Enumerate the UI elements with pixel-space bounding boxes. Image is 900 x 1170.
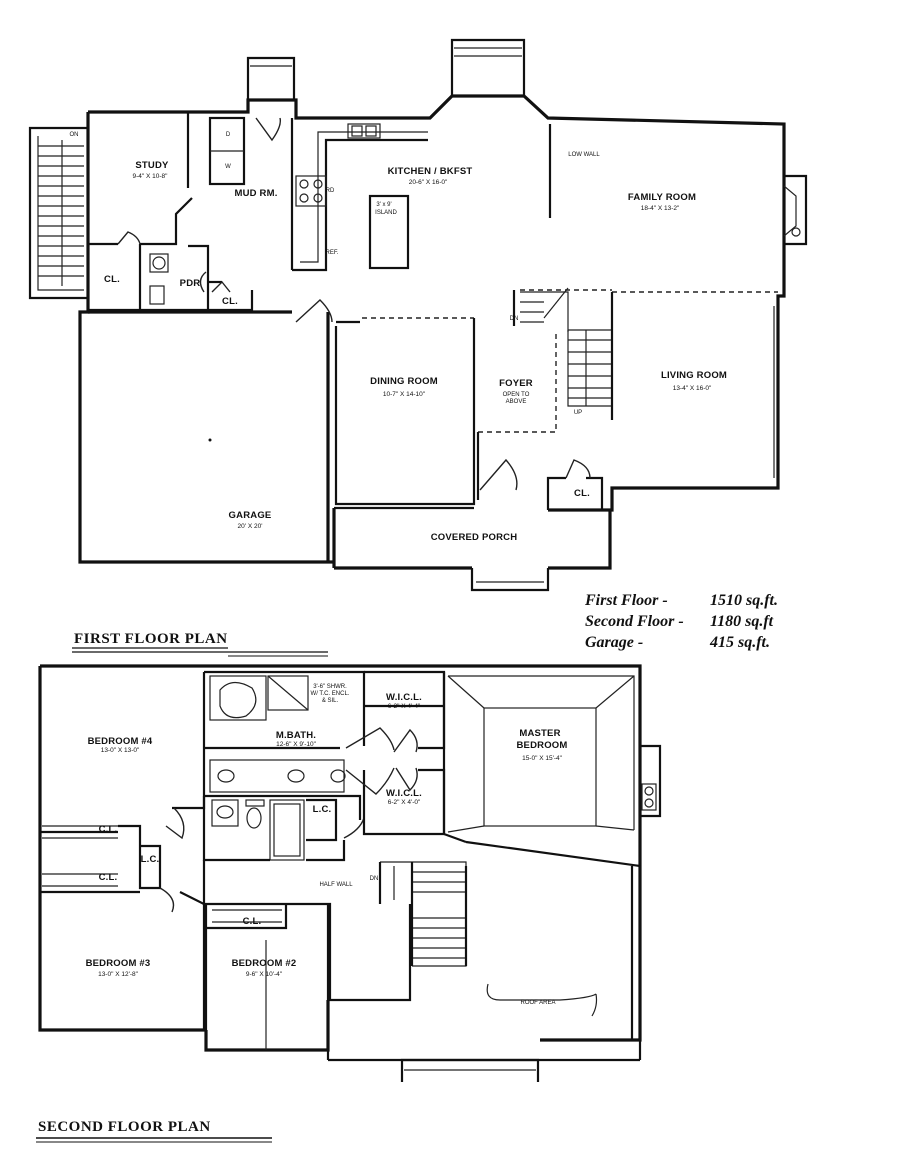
second-floor-title: SECOND FLOOR PLAN	[38, 1119, 211, 1135]
first-floor-plan: ON	[28, 38, 808, 592]
sqft-label: Garage -	[585, 634, 644, 651]
island-size: 3' x 9'	[376, 202, 391, 208]
sqft-row-garage: Garage - 415 sq.ft.	[585, 632, 778, 653]
dining-room-label: DINING ROOM	[370, 376, 438, 387]
square-footage-table: First Floor - 1510 sq.ft. Second Floor -…	[585, 590, 778, 653]
half-wall-label: HALF WALL	[319, 882, 353, 888]
dryer-label: D	[226, 132, 231, 138]
mud-room-label: MUD RM.	[234, 188, 277, 199]
sqft-value: 1180 sq.ft	[710, 613, 774, 630]
bedroom-4-closet-label: C.L.	[99, 824, 118, 835]
wicl-2-label: W.I.C.L.	[386, 788, 422, 799]
bedroom-4-label: BEDROOM #4	[88, 736, 153, 747]
master-bath-dims: 12-6" X 9'-10"	[276, 741, 317, 748]
wicl-1-label: W.I.C.L.	[386, 692, 422, 703]
bedroom-3-closet-label: C.L.	[99, 872, 118, 883]
wicl-1-dims: 6-2" X 4'-4"	[388, 703, 421, 710]
hall-linen-closet-label: L.C.	[141, 854, 160, 865]
sqft-label: First Floor -	[585, 592, 668, 609]
shower-note-2: W/ T.C. ENCL.	[311, 691, 350, 697]
master-bedroom-dims: 15-0" X 15'-4"	[522, 755, 563, 762]
mud-closet-label: CL.	[222, 296, 238, 307]
master-bedroom-label: MASTER	[519, 728, 560, 739]
stair-down-label: DN	[510, 316, 519, 322]
garage-label: GARAGE	[229, 510, 272, 521]
bedroom-3-dims: 13-0" X 12'-8"	[98, 971, 139, 978]
living-room-dims: 13-4" X 16-0"	[673, 385, 712, 392]
sqft-value: 1510 sq.ft.	[710, 592, 778, 609]
powder-room-label: PDR	[180, 278, 201, 289]
shower-note-1: 3'-6" SHWR.	[313, 684, 347, 690]
family-room-dims: 18-4" X 13-2"	[641, 205, 680, 212]
first-floor-title: FIRST FLOOR PLAN	[74, 631, 228, 647]
roof-area-label: ROOF AREA	[520, 1000, 555, 1006]
master-bath-label: M.BATH.	[276, 730, 316, 741]
sqft-row-first-floor: First Floor - 1510 sq.ft.	[585, 590, 778, 611]
covered-porch-label: COVERED PORCH	[431, 532, 518, 543]
bath-linen-closet-label: L.C.	[313, 804, 332, 815]
sqft-label: Second Floor -	[585, 613, 684, 630]
stair-up-label: UP	[574, 410, 582, 416]
study-dims: 9-4" X 10-8"	[133, 173, 169, 180]
second-floor-plan: BEDROOM #4 13-0" X 13-0" 3'-6" SHWR. W/ …	[36, 647, 662, 1143]
kitchen-dims: 20-6" X 16-0"	[409, 179, 448, 186]
study-label: STUDY	[135, 160, 169, 171]
foyer-open-to: OPEN TO	[503, 392, 530, 398]
sqft-row-second-floor: Second Floor - 1180 sq.ft	[585, 611, 778, 632]
range-label: RD	[326, 188, 335, 194]
living-room-label: LIVING ROOM	[661, 370, 727, 381]
sqft-value: 415 sq.ft.	[710, 634, 770, 651]
study-closet-label: CL.	[104, 274, 120, 285]
family-room-label: FAMILY ROOM	[628, 192, 696, 203]
washer-label: W	[225, 164, 231, 170]
island-label: ISLAND	[375, 210, 397, 216]
foyer-closet-label: CL.	[574, 488, 590, 499]
garage-dims: 20' X 20'	[238, 523, 263, 530]
bedroom-2-label: BEDROOM #2	[232, 958, 297, 969]
kitchen-label: KITCHEN / BKFST	[388, 166, 473, 177]
stair-down-label-2: DN	[370, 876, 379, 882]
foyer-above: ABOVE	[506, 399, 527, 405]
stair-on-label: ON	[70, 132, 79, 138]
low-wall-label: LOW WALL	[568, 152, 600, 158]
bedroom-3-label: BEDROOM #3	[86, 958, 151, 969]
bedroom-2-dims: 9-6" X 10'-4"	[246, 971, 283, 978]
dining-room-dims: 10-7" X 14-10"	[383, 391, 426, 398]
bedroom-4-dims: 13-0" X 13-0"	[101, 747, 140, 754]
foyer-label: FOYER	[499, 378, 533, 389]
shower-note-3: & SIL.	[322, 698, 339, 704]
fridge-label: REF.	[325, 250, 338, 256]
bedroom-2-closet-label: C.L.	[243, 916, 262, 927]
exterior-stair: ON	[28, 126, 88, 300]
wicl-2-dims: 6-2" X 4'-0"	[388, 799, 421, 806]
master-bedroom-label-2: BEDROOM	[516, 740, 567, 751]
